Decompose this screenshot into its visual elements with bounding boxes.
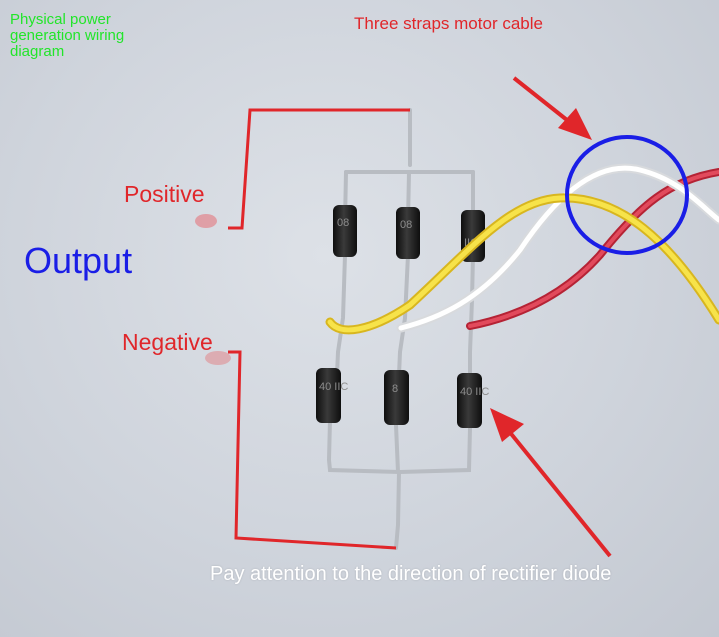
diode-marking-text: 40 IIC	[460, 386, 489, 398]
negative-label: Negative	[122, 329, 213, 355]
cable-highlight-circle	[565, 135, 689, 255]
negative-bracket	[228, 350, 397, 550]
motor-cable-label: Three straps motor cable	[354, 14, 543, 33]
bottom-lead-frame	[326, 418, 472, 550]
diode-top-middle: 08	[396, 207, 420, 259]
output-label: Output	[24, 240, 133, 281]
diode-marking-text: 08	[337, 217, 349, 229]
diode-arrow	[490, 408, 612, 558]
diode-bottom-left: 40 IIC	[316, 368, 348, 423]
positive-label: Positive	[124, 181, 205, 207]
diode-marking-text: 08	[400, 219, 412, 231]
positive-bracket	[228, 108, 410, 230]
red-wire-highlight	[468, 170, 719, 328]
diode-direction-note: Pay attention to the direction of rectif…	[210, 563, 612, 585]
diode-marking-text: 40 IIC	[319, 381, 348, 393]
wiring-diagram-title: Physical power generation wiring diagram	[10, 11, 125, 60]
diode-marking-text: 8	[392, 383, 398, 395]
diode-top-left: 08	[333, 205, 357, 257]
negative-mark	[205, 351, 231, 365]
diode-bottom-middle: 8	[384, 370, 409, 425]
diode-bottom-right: 40 IIC	[457, 373, 489, 428]
motor-cable	[325, 163, 719, 335]
cable-arrow	[512, 76, 592, 140]
top-lead-frame	[335, 108, 475, 380]
red-wire	[466, 168, 719, 330]
positive-mark	[195, 214, 217, 228]
yellow-wire-highlight	[327, 195, 719, 333]
